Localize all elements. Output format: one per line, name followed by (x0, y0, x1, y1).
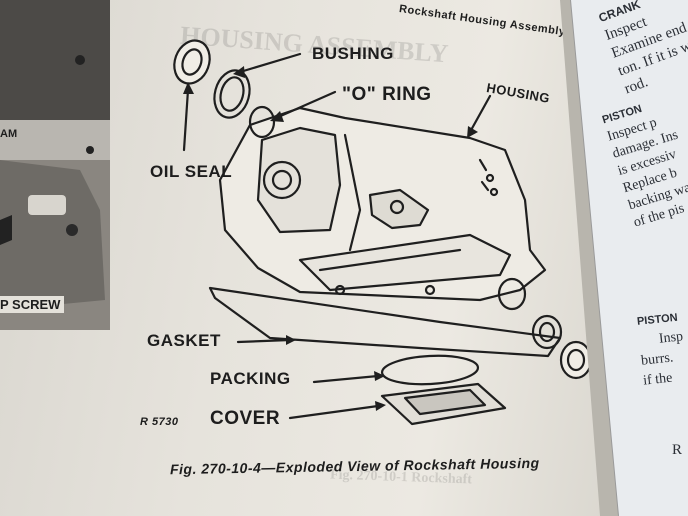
o-ring (248, 105, 276, 139)
packing-ring (380, 354, 480, 386)
right-page (560, 0, 688, 516)
label-oil-seal: OIL SEAL (150, 162, 233, 181)
label-packing: PACKING (210, 369, 291, 388)
label-o-ring: "O" RING (342, 84, 432, 105)
left-page-label-screw: P SCREW (0, 296, 65, 313)
figure-ref-code: R 5730 (140, 416, 179, 428)
left-page-label-am: AM (0, 128, 18, 140)
right-bushing-1 (497, 277, 527, 311)
label-cover: COVER (210, 408, 281, 429)
label-bushing: BUSHING (312, 44, 394, 63)
left-page-photo (0, 0, 110, 330)
oil-seal (173, 39, 211, 85)
right-bushing-2 (531, 314, 563, 350)
gasket-outline (208, 286, 562, 358)
bushing (213, 69, 251, 119)
right-bottom-letter: R (672, 442, 683, 458)
label-gasket: GASKET (147, 331, 221, 350)
right-piston2-block: PISTON Insp burrs. if the (636, 307, 688, 391)
